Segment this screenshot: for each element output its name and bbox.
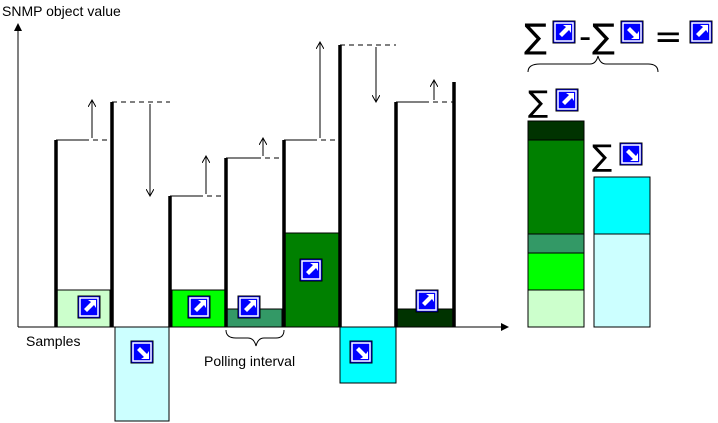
sample-bars [54, 45, 456, 327]
minus-sign: - [579, 17, 591, 57]
sum-symbol: ∑ [592, 17, 615, 57]
arrow-up-right-icon [237, 295, 261, 319]
arrow-down-right-icon [620, 20, 644, 44]
arrow-up-right-icon [299, 258, 323, 282]
formula-brace [527, 55, 659, 73]
arrow-down-right-icon [349, 340, 373, 364]
polling-interval-brace [225, 329, 285, 347]
x-axis-label: Samples [26, 333, 80, 349]
sum-symbol: ∑ [524, 17, 547, 57]
y-axis-label: SNMP object value [2, 3, 121, 19]
sum-decrease-symbol: ∑ [592, 139, 612, 174]
sum-increase-symbol: ∑ [528, 85, 548, 120]
increase-sum-stack [527, 120, 585, 328]
arrow-down-right-icon [619, 142, 643, 166]
arrow-up-right-icon [552, 20, 576, 44]
decrease-sum-stack [593, 176, 651, 328]
arrow-down-right-icon [130, 340, 154, 364]
arrow-up-right-icon [555, 88, 579, 112]
arrow-up-right-icon [689, 20, 713, 44]
polling-interval-label: Polling interval [204, 353, 295, 369]
arrow-up-right-icon [77, 295, 101, 319]
equals-sign: = [654, 17, 683, 57]
formula: ∑ - ∑ = [524, 17, 713, 57]
arrow-up-right-icon [415, 289, 439, 313]
value-levels [56, 44, 454, 197]
arrow-up-right-icon [187, 295, 211, 319]
change-arrows [92, 42, 434, 196]
